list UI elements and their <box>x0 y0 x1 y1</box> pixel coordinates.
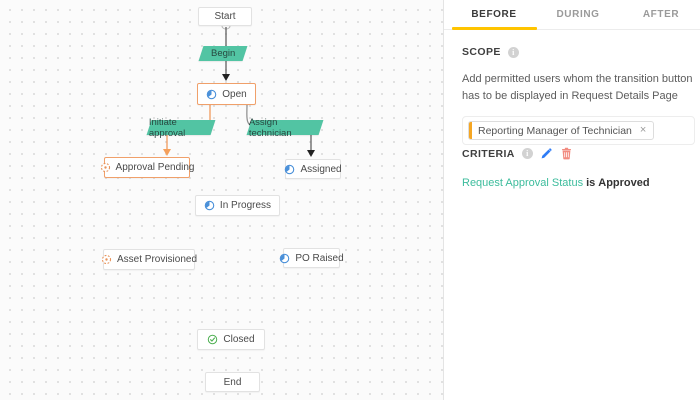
node-assigned[interactable]: Assigned <box>284 159 342 179</box>
edit-pencil-icon[interactable] <box>540 147 553 160</box>
clock-icon <box>284 164 295 175</box>
chip-label: Reporting Manager of Technician <box>478 124 632 137</box>
criteria-field: Request Approval Status <box>462 177 584 189</box>
workflow-canvas[interactable]: Begin Initiate approval Assign technicia… <box>0 0 443 400</box>
tab-bar: BEFORE DURING AFTER <box>444 0 700 30</box>
tab-during[interactable]: DURING <box>556 9 600 20</box>
pending-clock-icon <box>101 254 112 265</box>
connector-lines <box>163 25 315 157</box>
node-label: Open <box>222 88 247 100</box>
transition-assign-technician[interactable]: Assign technician <box>246 117 324 139</box>
node-asset-provisioned[interactable]: Asset Provisioned <box>101 249 198 270</box>
pending-clock-icon <box>100 162 111 173</box>
chip-close-icon[interactable]: × <box>639 124 647 136</box>
permitted-users-field[interactable]: Reporting Manager of Technician × <box>462 116 695 145</box>
info-icon[interactable]: i <box>521 148 533 159</box>
scope-heading: SCOPE <box>462 46 501 58</box>
node-label: Assigned <box>300 163 342 175</box>
node-label: In Progress <box>219 200 272 211</box>
active-tab-underline <box>452 27 537 30</box>
tab-before[interactable]: BEFORE <box>471 9 517 20</box>
tab-after[interactable]: AFTER <box>642 9 680 20</box>
node-label: End <box>223 376 242 388</box>
criteria-heading: CRITERIA <box>462 147 515 160</box>
node-po-raised[interactable]: PO Raised <box>280 248 344 268</box>
transition-label: Initiate approval <box>149 116 186 139</box>
node-start[interactable]: Start <box>198 7 252 26</box>
node-closed[interactable]: Closed <box>197 329 265 350</box>
transition-begin[interactable]: Begin <box>198 46 248 61</box>
check-circle-icon <box>207 334 218 345</box>
node-label: PO Raised <box>295 252 344 264</box>
criteria-operator: is <box>586 177 596 189</box>
transition-config-panel: BEFORE DURING AFTER SCOPE i Add permitte… <box>443 0 700 400</box>
clock-icon <box>279 253 290 264</box>
criteria-value: Approved <box>598 177 650 189</box>
info-icon[interactable]: i <box>507 46 519 58</box>
node-label: Closed <box>223 334 255 345</box>
transition-label: Begin <box>210 48 236 59</box>
node-approval-pending[interactable]: Approval Pending <box>100 157 194 178</box>
node-open[interactable]: Open <box>197 83 256 105</box>
delete-trash-icon[interactable] <box>560 147 573 160</box>
node-label: Asset Provisioned <box>116 254 198 265</box>
node-label: Start <box>214 11 236 22</box>
node-end[interactable]: End <box>205 372 260 392</box>
transition-label: Assign technician <box>249 116 292 139</box>
user-chip: Reporting Manager of Technician × <box>468 121 655 140</box>
transition-initiate-approval[interactable]: Initiate approval <box>146 117 216 139</box>
chip-accent-bar <box>469 122 472 139</box>
clock-icon <box>206 89 217 100</box>
node-label: Approval Pending <box>115 162 195 173</box>
node-in-progress[interactable]: In Progress <box>195 195 280 216</box>
scope-description: Add permitted users whom the transition … <box>462 73 693 102</box>
scope-section: SCOPE i Add permitted users whom the tra… <box>462 46 695 145</box>
clock-icon <box>204 200 215 211</box>
